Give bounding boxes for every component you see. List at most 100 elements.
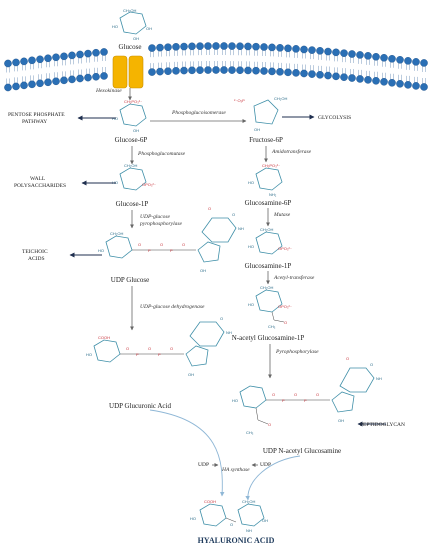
svg-text:HO: HO: [190, 516, 196, 521]
glucose-6p-label: Glucose-6P: [115, 136, 148, 144]
svg-text:HO: HO: [112, 24, 118, 29]
glucose-label: Glucose: [119, 43, 142, 51]
svg-text:OH: OH: [188, 372, 194, 377]
udp-n-acetyl-glucosamine-label: UDP N-acetyl Glucosamine: [263, 447, 341, 455]
hexokinase-label: Hexokinase: [95, 88, 122, 94]
phosphoglucomutase-label: Phosphoglucomutase: [137, 151, 186, 157]
udpglucose-ppase-line1: UDP-glucose: [140, 214, 170, 220]
svg-text:NH: NH: [226, 330, 232, 335]
ha-synthase-label: HA synthase: [221, 467, 250, 473]
udp-glucuronic-acid-structure: COOH HO O P O P O O NH OH: [86, 316, 232, 377]
teichoic-label-line2: ACIDS: [28, 256, 45, 262]
svg-text:HO: HO: [248, 244, 254, 249]
svg-text:CH₃: CH₃: [246, 430, 254, 435]
svg-text:HO: HO: [98, 248, 104, 253]
svg-text:HO: HO: [248, 302, 254, 307]
svg-text:O: O: [182, 242, 185, 247]
svg-text:CH₂PO₃²⁻: CH₂PO₃²⁻: [262, 163, 280, 168]
fructose-6p-structure: ²⁻O₃P CH₂OH OH: [234, 96, 287, 132]
svg-text:CH₂OH: CH₂OH: [260, 227, 273, 232]
mutase-label: Mutase: [273, 212, 291, 218]
n-acetyl-glucosamine-1p-structure: CH₂OH HO OPO₃²⁻ O CH₃: [248, 285, 292, 329]
svg-text:NH: NH: [246, 528, 252, 533]
svg-text:OH: OH: [146, 26, 152, 31]
svg-text:O: O: [232, 212, 235, 217]
svg-text:COOH: COOH: [98, 335, 110, 340]
acetyltransferase-label: Acetyl-transferase: [273, 274, 315, 281]
glucosamine-6p-structure: CH₂PO₃²⁻ HO NH₂: [248, 163, 283, 197]
svg-text:O: O: [272, 392, 275, 397]
svg-text:CH₂OH: CH₂OH: [110, 231, 123, 236]
svg-text:P: P: [170, 248, 173, 253]
wall-label-line2: POLYSACCHARIDES: [14, 183, 66, 189]
svg-text:P: P: [282, 398, 285, 403]
udp-left-label: UDP: [198, 462, 209, 468]
svg-text:P: P: [136, 352, 139, 357]
svg-text:O: O: [170, 346, 173, 351]
glucosamine-1p-label: Glucosamine-1P: [245, 262, 292, 270]
hyaluronic-acid-structure: COOH HO O CH₂OH OH NH: [190, 499, 268, 533]
svg-text:OPO₃²⁻: OPO₃²⁻: [142, 182, 156, 187]
svg-text:O: O: [268, 422, 271, 427]
teichoic-label-line1: TEICHOIC: [22, 249, 48, 255]
svg-text:CH₂OH: CH₂OH: [123, 8, 136, 13]
udp-n-acetyl-glucosamine-structure: HO O P O P O O NH O OH O CH₃: [232, 356, 382, 435]
svg-text:O: O: [138, 242, 141, 247]
svg-text:O: O: [148, 346, 151, 351]
peptidoglycan-label: PEPTIDOGLYCAN: [360, 422, 405, 428]
svg-text:OPO₃²⁻: OPO₃²⁻: [278, 246, 292, 251]
svg-text:O: O: [208, 206, 211, 211]
wall-label-line1: WALL: [30, 176, 46, 182]
svg-text:P: P: [304, 398, 307, 403]
svg-text:OH: OH: [338, 418, 344, 423]
svg-text:OH: OH: [200, 268, 206, 273]
glucose-1p-structure: CH₂OH HO OPO₃²⁻: [112, 163, 156, 191]
svg-text:O: O: [160, 242, 163, 247]
svg-text:OH: OH: [133, 128, 139, 133]
svg-text:OH: OH: [254, 127, 260, 132]
svg-text:O: O: [284, 320, 287, 325]
svg-text:²⁻O₃P: ²⁻O₃P: [234, 98, 245, 103]
svg-text:P: P: [158, 352, 161, 357]
svg-text:NH: NH: [238, 226, 244, 231]
isomerase-label: Phosphoglucoisomerase: [171, 110, 226, 116]
svg-text:P: P: [148, 248, 151, 253]
glucose-1p-label: Glucose-1P: [116, 200, 149, 208]
glucosamine-1p-structure: CH₂OH HO OPO₃²⁻: [248, 227, 292, 255]
nacetyl-to-ha-arrow: [245, 455, 301, 501]
svg-text:COOH: COOH: [204, 499, 216, 504]
pyrophosphorylase-label: Pyrophosphorylase: [275, 349, 319, 355]
svg-text:CH₂PO₃²⁻: CH₂PO₃²⁻: [124, 99, 142, 104]
pentose-label-line1: PENTOSE PHOSPHATE: [8, 112, 65, 118]
udp-glucose-label: UDP Glucose: [111, 276, 149, 284]
svg-text:O: O: [316, 392, 319, 397]
udp-right-label: UDP: [260, 462, 271, 468]
udpglucose-dh-label: UDP-glucose dehydrogenase: [140, 304, 205, 310]
glucose-structure: CH₂OH HO OH OH: [112, 8, 152, 41]
glucosamine-6p-label: Glucosamine-6P: [245, 199, 292, 207]
svg-text:O: O: [220, 316, 223, 321]
udpglucose-ppase-line2: pyrophosphorylase: [139, 221, 183, 227]
svg-text:NH: NH: [376, 376, 382, 381]
svg-text:OH: OH: [133, 36, 139, 41]
svg-text:HO: HO: [248, 180, 254, 185]
n-acetyl-glucosamine-1p-label: N-acetyl Glucosamine-1P: [232, 334, 305, 342]
pentose-label-line2: PATHWAY: [22, 119, 47, 125]
svg-text:NH₂: NH₂: [269, 192, 277, 197]
glucose-transporter-icon: [112, 55, 144, 89]
svg-text:HO: HO: [86, 352, 92, 357]
udp-glucuronic-acid-label: UDP Glucuronic Acid: [109, 402, 171, 410]
lipid-bilayer-icon: [4, 42, 428, 92]
svg-text:OH: OH: [262, 518, 268, 523]
svg-text:CH₂OH: CH₂OH: [274, 96, 287, 101]
svg-text:CH₂OH: CH₂OH: [124, 163, 137, 168]
svg-text:O: O: [346, 356, 349, 361]
svg-text:CH₃: CH₃: [268, 324, 276, 329]
svg-text:O: O: [126, 346, 129, 351]
fructose-6p-label: Fructose-6P: [249, 136, 283, 144]
svg-text:O: O: [230, 522, 233, 527]
hyaluronic-acid-label: HYALURONIC ACID: [198, 536, 275, 545]
glucuronic-to-ha-arrow: [149, 409, 225, 497]
svg-text:OPO₃²⁻: OPO₃²⁻: [278, 304, 292, 309]
